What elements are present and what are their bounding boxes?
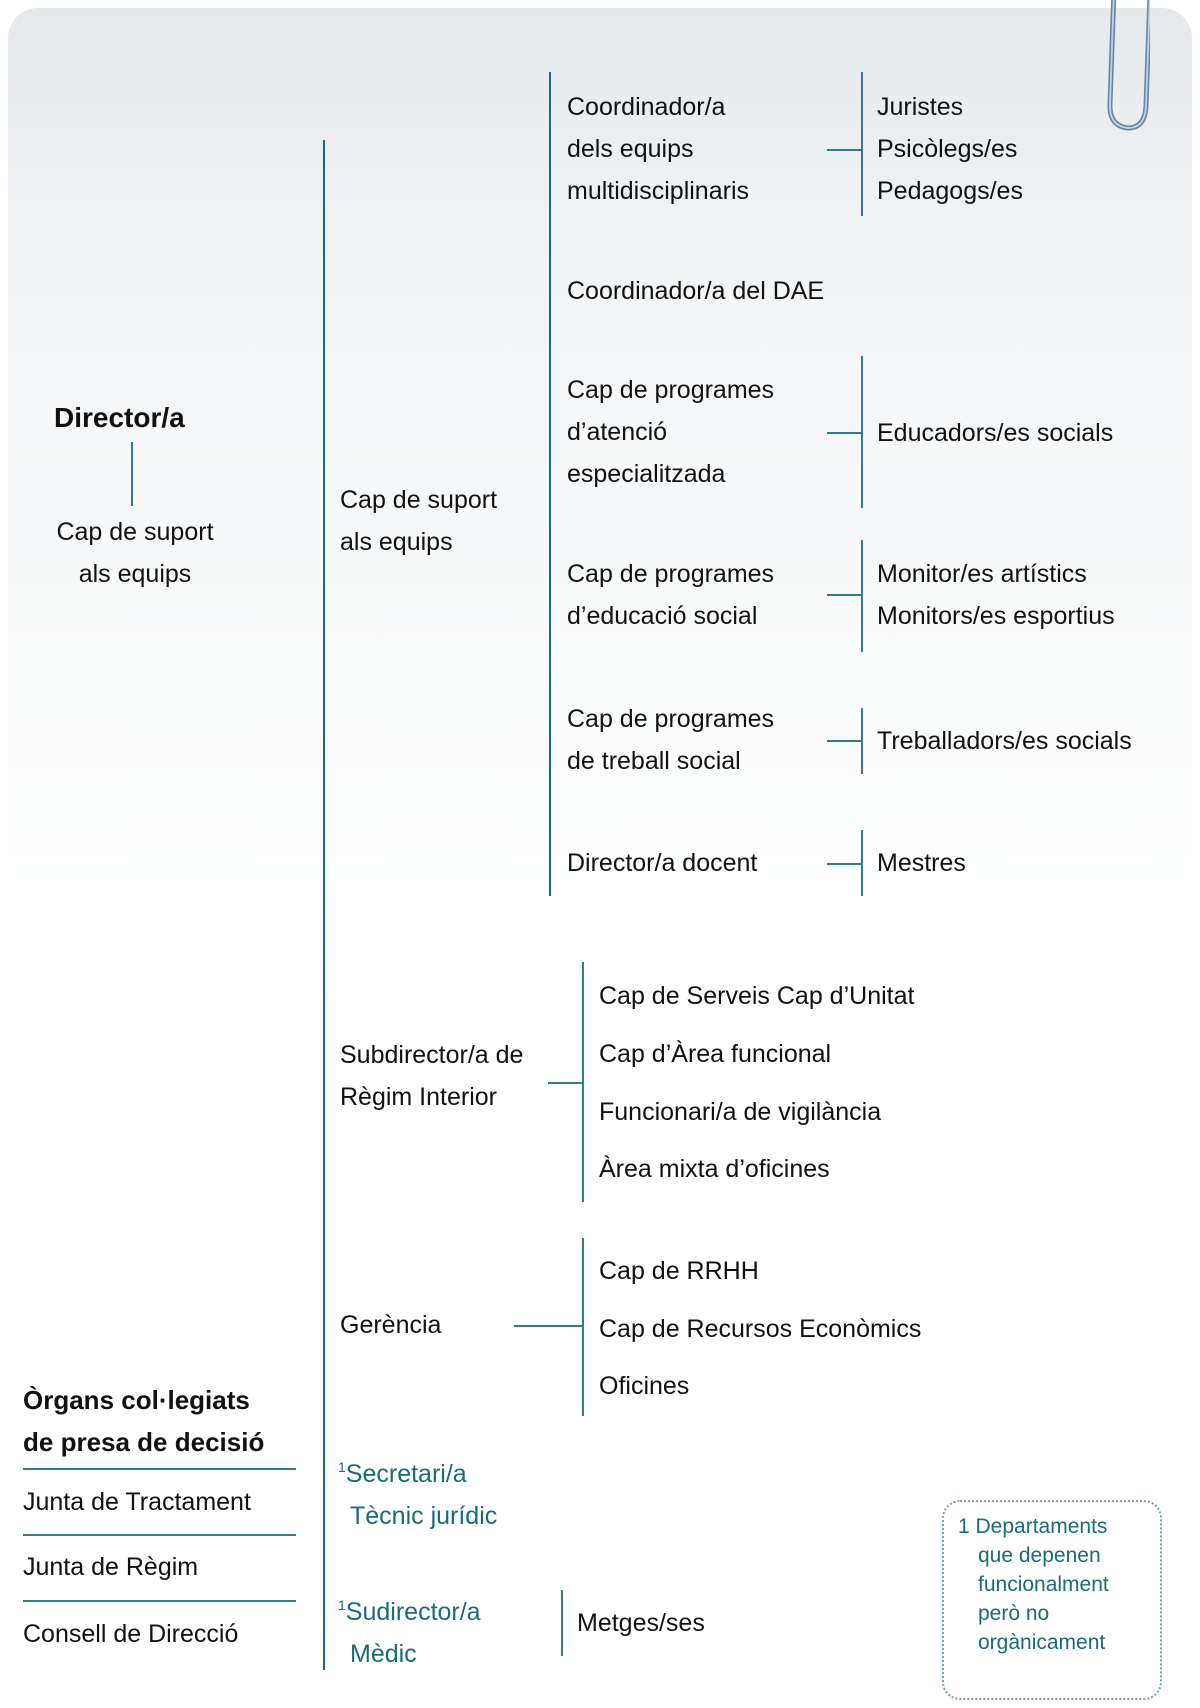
director-docent-staff: Mestres [877, 849, 966, 877]
cap-treball-staff-line [861, 708, 863, 774]
regim-interior-item: Cap d’Àrea funcional [599, 1040, 832, 1068]
cap-atencio-staff: Educadors/es socials [877, 419, 1114, 447]
gerencia-item: Oficines [599, 1372, 690, 1400]
footnote-line: orgànicament [978, 1631, 1106, 1654]
cap-educacio-connector [827, 594, 862, 596]
cap-treball-connector [827, 740, 862, 742]
director-title: Director/a [54, 402, 185, 433]
director-connector [131, 442, 133, 506]
footnote-box: 1 Departaments que depenen funcionalment… [942, 1500, 1162, 1700]
coord-multi-connector [827, 149, 862, 151]
subdirector-connector [548, 1082, 583, 1084]
regim-interior-line [582, 962, 584, 1202]
footnote-line: 1 Departaments [958, 1515, 1108, 1538]
director-docent-staff-line [861, 830, 863, 896]
cap-atencio-connector [827, 432, 862, 434]
chart-background [8, 8, 1192, 1708]
regim-interior-item: Cap de Serveis Cap d’Unitat [599, 982, 915, 1010]
gerencia-item: Cap de RRHH [599, 1257, 759, 1285]
footnote-line: funcionalment [978, 1573, 1109, 1596]
regim-interior-item: Àrea mixta d’oficines [599, 1155, 830, 1183]
organs-item: Consell de Direcció [23, 1620, 239, 1648]
organs-separator [23, 1534, 296, 1536]
gerencia-line [582, 1238, 584, 1416]
secretari-tecnic-juridic: 1Secretari/a Tècnic jurídic [338, 1459, 498, 1530]
cap-atencio-staff-line [861, 356, 863, 508]
gerencia-item: Cap de Recursos Econòmics [599, 1315, 922, 1343]
gerencia-connector [514, 1325, 583, 1327]
director-docent-connector [827, 863, 862, 865]
footnote-line: que depenen [978, 1544, 1101, 1567]
paperclip-icon [1107, 0, 1150, 131]
main-vertical-line [323, 140, 325, 1670]
coord-multi-staff-line [861, 72, 863, 216]
cap-educacio-staff-line [861, 540, 863, 652]
organs-item: Junta de Règim [23, 1553, 199, 1581]
cap-treball-staff: Treballadors/es socials [877, 727, 1132, 755]
cap-suport-branch-line [549, 72, 551, 896]
gerencia: Gerència [340, 1311, 442, 1339]
regim-interior-item: Funcionari/a de vigilància [599, 1098, 882, 1126]
organs-separator [23, 1600, 296, 1602]
sudirector-medic: 1Sudirector/a Mèdic [338, 1597, 481, 1668]
organs-separator [23, 1468, 296, 1470]
organs-item: Junta de Tractament [23, 1488, 251, 1516]
coord-dae: Coordinador/a del DAE [567, 277, 825, 305]
director-docent: Director/a docent [567, 849, 758, 877]
sudirector-medic-staff: Metges/ses [577, 1609, 705, 1637]
sudirector-medic-line [561, 1590, 563, 1656]
footnote-line: però no [978, 1602, 1050, 1625]
